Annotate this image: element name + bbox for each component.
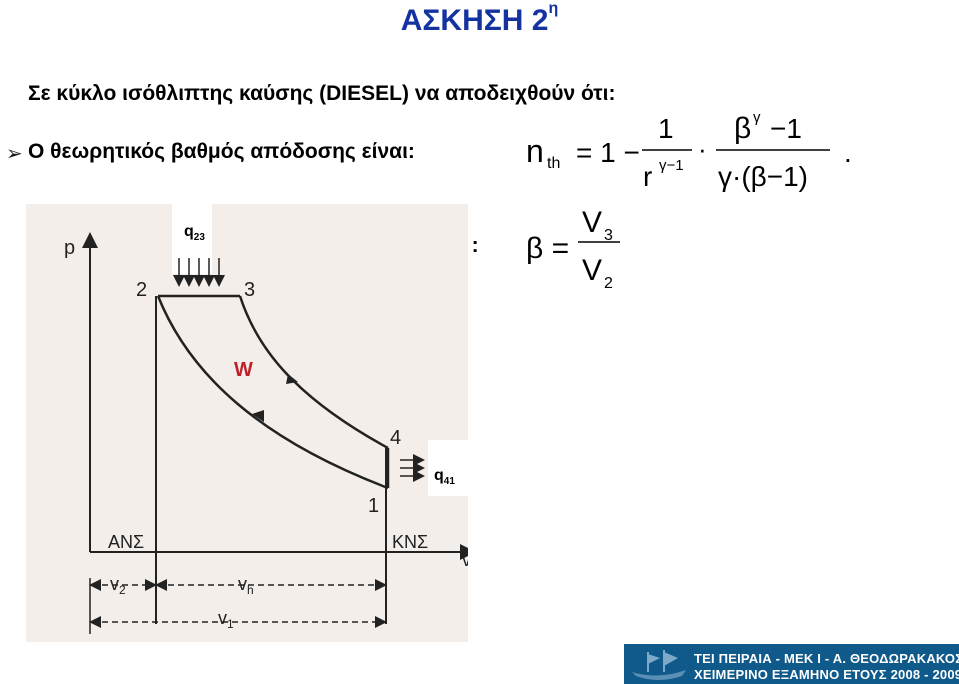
bullet-text: Ο θεωρητικός βαθμός απόδοσης είναι: — [28, 140, 415, 163]
formula-period: . — [844, 137, 852, 168]
process-1-2 — [156, 295, 389, 490]
beta-denominator-subscript: 2 — [604, 275, 613, 292]
work-label: W — [234, 359, 253, 381]
point-2-label: 2 — [136, 279, 147, 301]
footer-bar — [624, 644, 959, 684]
multiply-dot: · — [698, 134, 707, 164]
fraction2-exponent: γ — [753, 109, 761, 126]
beta-numerator-subscript: 3 — [604, 227, 613, 244]
point-3-label: 3 — [244, 279, 255, 301]
beta-formula: β = V 3 V 2 — [526, 206, 620, 292]
footer-line-2: ΧΕΙΜΕΡΙΝΟ ΕΞΑΜΗΝΟ ΕΤΟΥΣ 2008 - 2009 — [694, 667, 959, 682]
beta-equals: β = — [526, 232, 569, 265]
v2-label: v2 — [110, 574, 126, 597]
arrow-bullet-icon: ➢ — [6, 143, 23, 165]
fraction2-denominator: γ·(β−1) — [718, 161, 808, 192]
page-title: ΑΣΚΗΣΗ 2η — [400, 0, 559, 37]
fraction2-beta: β — [734, 112, 751, 145]
vh-label: vh — [238, 574, 254, 597]
point-1-label: 1 — [368, 495, 379, 517]
footer-line-1: ΤΕΙ ΠΕΙΡΑΙΑ - ΜΕΚ Ι - Α. ΘΕΟΔΩΡΑΚΑΚΟΣ, — [694, 651, 959, 666]
nth-subscript: th — [547, 155, 560, 172]
equals-one-minus: = 1 − — [576, 137, 640, 168]
fraction1-numerator: 1 — [658, 113, 674, 144]
expansion-arrow-icon — [286, 374, 298, 384]
heat-in-arrows-icon — [173, 258, 225, 287]
fraction1-denominator: r — [643, 161, 652, 192]
v1-label: v1 — [218, 608, 234, 631]
bdc-label: ΚΝΣ — [392, 532, 428, 552]
q41-label-box — [428, 440, 468, 496]
point-4-label: 4 — [390, 427, 401, 449]
diagram-background — [26, 204, 468, 642]
p-axis-label: p — [64, 237, 75, 259]
beta-denominator: V — [582, 254, 602, 287]
tdc-label: ΑΝΣ — [108, 532, 144, 552]
pv-diagram: p v 2 3 4 1 q23 q41 W ΑΝΣ ΚΝΣ v2 vh v1 — [26, 204, 468, 642]
compression-arrow-icon — [252, 410, 264, 422]
fraction2-minus-one: −1 — [770, 113, 802, 144]
heat-out-label: q41 — [434, 467, 455, 487]
heat-out-arrows-icon — [400, 454, 425, 482]
intro-text: Σε κύκλο ισόθλιπτης καύσης (DIESEL) να α… — [28, 82, 616, 105]
nth-symbol: n — [526, 133, 544, 169]
efficiency-formula: n th = 1 − 1 r γ−1 · β γ −1 γ·(β−1) . — [526, 109, 852, 192]
beta-numerator: V — [582, 206, 602, 239]
v-axis-label: v — [462, 550, 468, 570]
ship-logo-icon — [632, 650, 686, 680]
fraction1-exponent: γ−1 — [659, 157, 684, 174]
heat-in-label: q23 — [184, 223, 205, 243]
